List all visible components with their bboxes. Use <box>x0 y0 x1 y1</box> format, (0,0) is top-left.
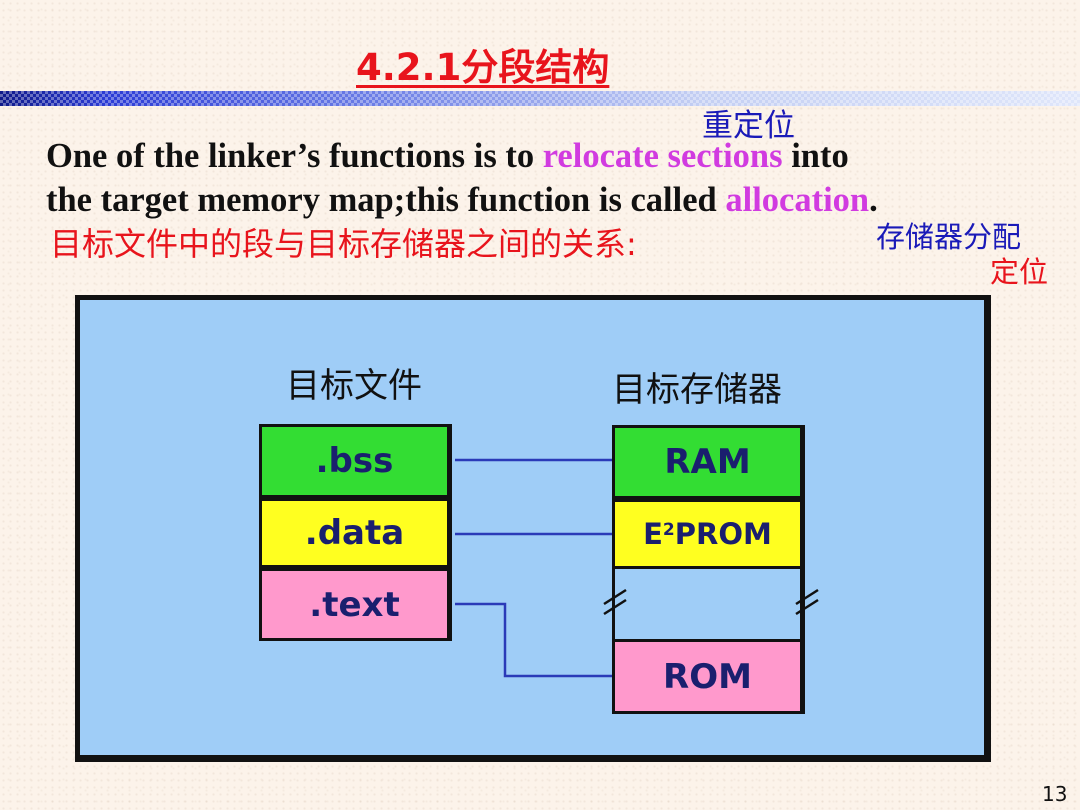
page-number: 13 <box>1042 782 1068 806</box>
highlight-relocate-sections: relocate sections <box>542 137 783 175</box>
memory-rom: ROM <box>612 639 805 714</box>
title-divider-bar <box>0 91 1080 106</box>
e2prom-suffix: PROM <box>674 517 772 551</box>
chinese-caption: 目标文件中的段与目标存储器之间的关系: <box>50 225 637 263</box>
section-data: .data <box>259 498 452 568</box>
object-file-header: 目标文件 <box>286 366 422 406</box>
note-locate: 定位 <box>990 255 1049 289</box>
note-relocate: 重定位 <box>702 108 795 144</box>
body-line-2-text-b: . <box>869 181 878 219</box>
body-line-1-text-a: One of the linker’s functions is to <box>46 137 543 175</box>
section-bss: .bss <box>259 424 452 498</box>
memory-ram: RAM <box>612 425 805 499</box>
memory-gap <box>612 569 805 639</box>
e2prom-superscript: 2 <box>662 520 675 540</box>
slide-title: 4.2.1分段结构 <box>356 46 610 89</box>
body-line-1: One of the linker’s functions is to relo… <box>46 136 849 176</box>
e2prom-prefix: E <box>643 517 663 551</box>
section-text: .text <box>259 568 452 641</box>
diagram-panel <box>75 295 991 762</box>
body-line-2: the target memory map;this function is c… <box>46 180 878 220</box>
body-line-1-text-b: into <box>782 137 849 175</box>
note-allocation: 存储器分配 <box>876 220 1022 254</box>
body-line-2-text-a: the target memory map;this function is c… <box>46 181 726 219</box>
target-memory-header: 目标存储器 <box>612 370 782 410</box>
highlight-allocation: allocation <box>725 181 870 219</box>
